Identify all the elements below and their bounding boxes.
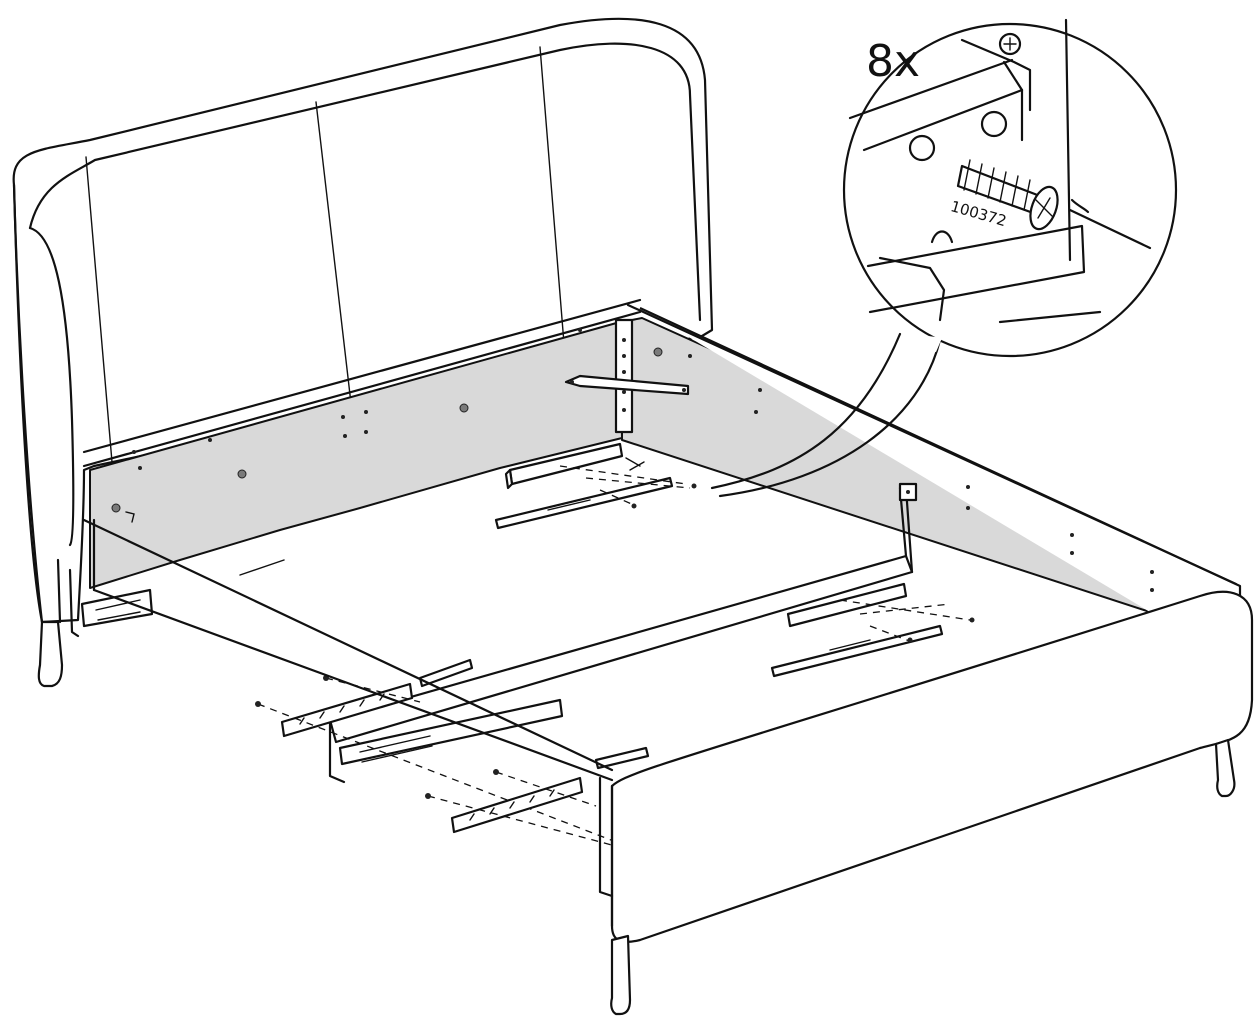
slat-holder-upper	[494, 442, 697, 530]
callout-bracket-detail	[848, 18, 1152, 324]
cross-strap	[564, 374, 690, 396]
slat-holder-middle	[770, 582, 975, 678]
right-side-rail	[614, 303, 1242, 614]
zoom-callout: 100372	[710, 18, 1178, 498]
left-rail-fittings	[80, 588, 650, 770]
footboard	[82, 518, 1254, 1016]
screw-icon	[956, 159, 1059, 231]
headboard	[12, 17, 714, 688]
center-beam	[328, 482, 918, 784]
quantity-label: 8x	[866, 36, 920, 87]
